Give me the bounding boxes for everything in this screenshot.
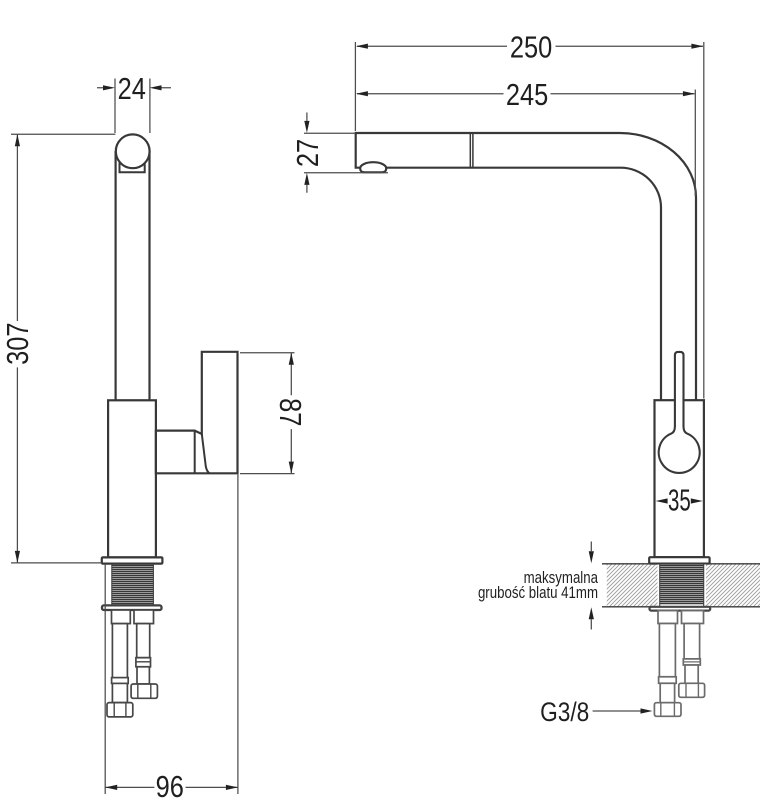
- svg-text:87: 87: [272, 398, 307, 426]
- svg-text:250: 250: [510, 30, 552, 65]
- svg-text:24: 24: [118, 72, 146, 107]
- svg-text:grubość blatu 41mm: grubość blatu 41mm: [478, 583, 598, 602]
- svg-text:maksymalna: maksymalna: [524, 569, 599, 588]
- svg-text:307: 307: [1, 323, 36, 365]
- svg-text:35: 35: [668, 482, 691, 517]
- svg-text:96: 96: [156, 770, 184, 800]
- svg-text:G3/8: G3/8: [540, 697, 589, 727]
- svg-text:245: 245: [506, 78, 548, 113]
- svg-text:27: 27: [291, 139, 326, 167]
